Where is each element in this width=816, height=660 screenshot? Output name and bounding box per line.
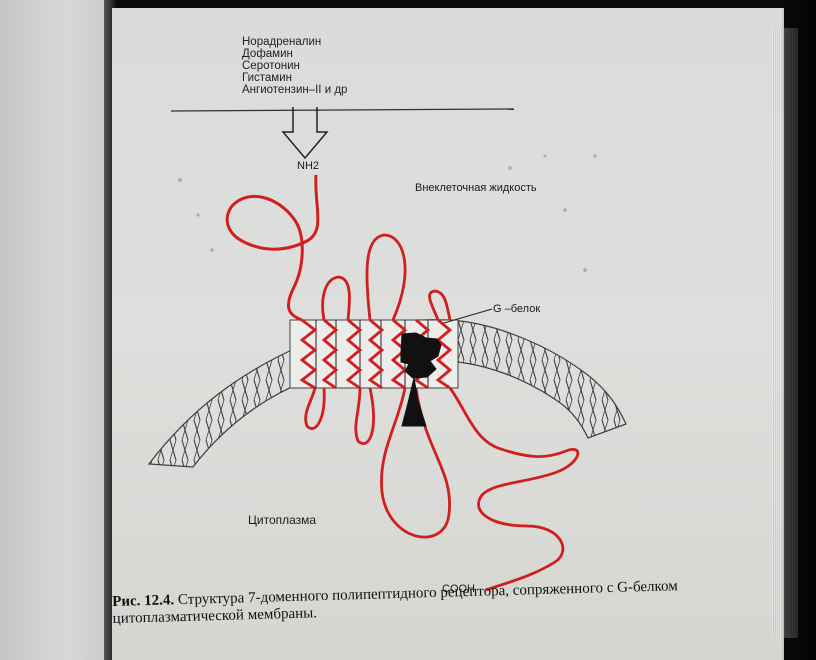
intracellular-loops [306,388,578,590]
nh2-label: NH2 [297,160,319,172]
hormone-item: Гистамин [242,72,502,84]
extracellular-label: Внеклеточная жидкость [415,182,537,194]
hormone-item: Норадреналин [242,36,502,48]
faded-background-marks [178,154,597,272]
cytoplasm-label: Цитоплазма [248,513,316,527]
g-protein-pointer [444,309,492,323]
g-protein-label: G –белок [493,303,540,315]
cell-surface-line [171,109,514,111]
extracellular-loops [323,235,450,320]
receptor-chain-n-terminal [227,175,318,320]
hormone-item: Ангиотензин–II и др [242,84,502,96]
hormone-item: Серотонин [242,60,502,72]
ligand-arrow-icon [283,107,327,158]
hormone-item: Дофамин [242,48,502,60]
caption-prefix: Рис. 12.4. [112,592,174,610]
hormone-list: Норадреналин Дофамин Серотонин Гистамин … [242,36,502,96]
